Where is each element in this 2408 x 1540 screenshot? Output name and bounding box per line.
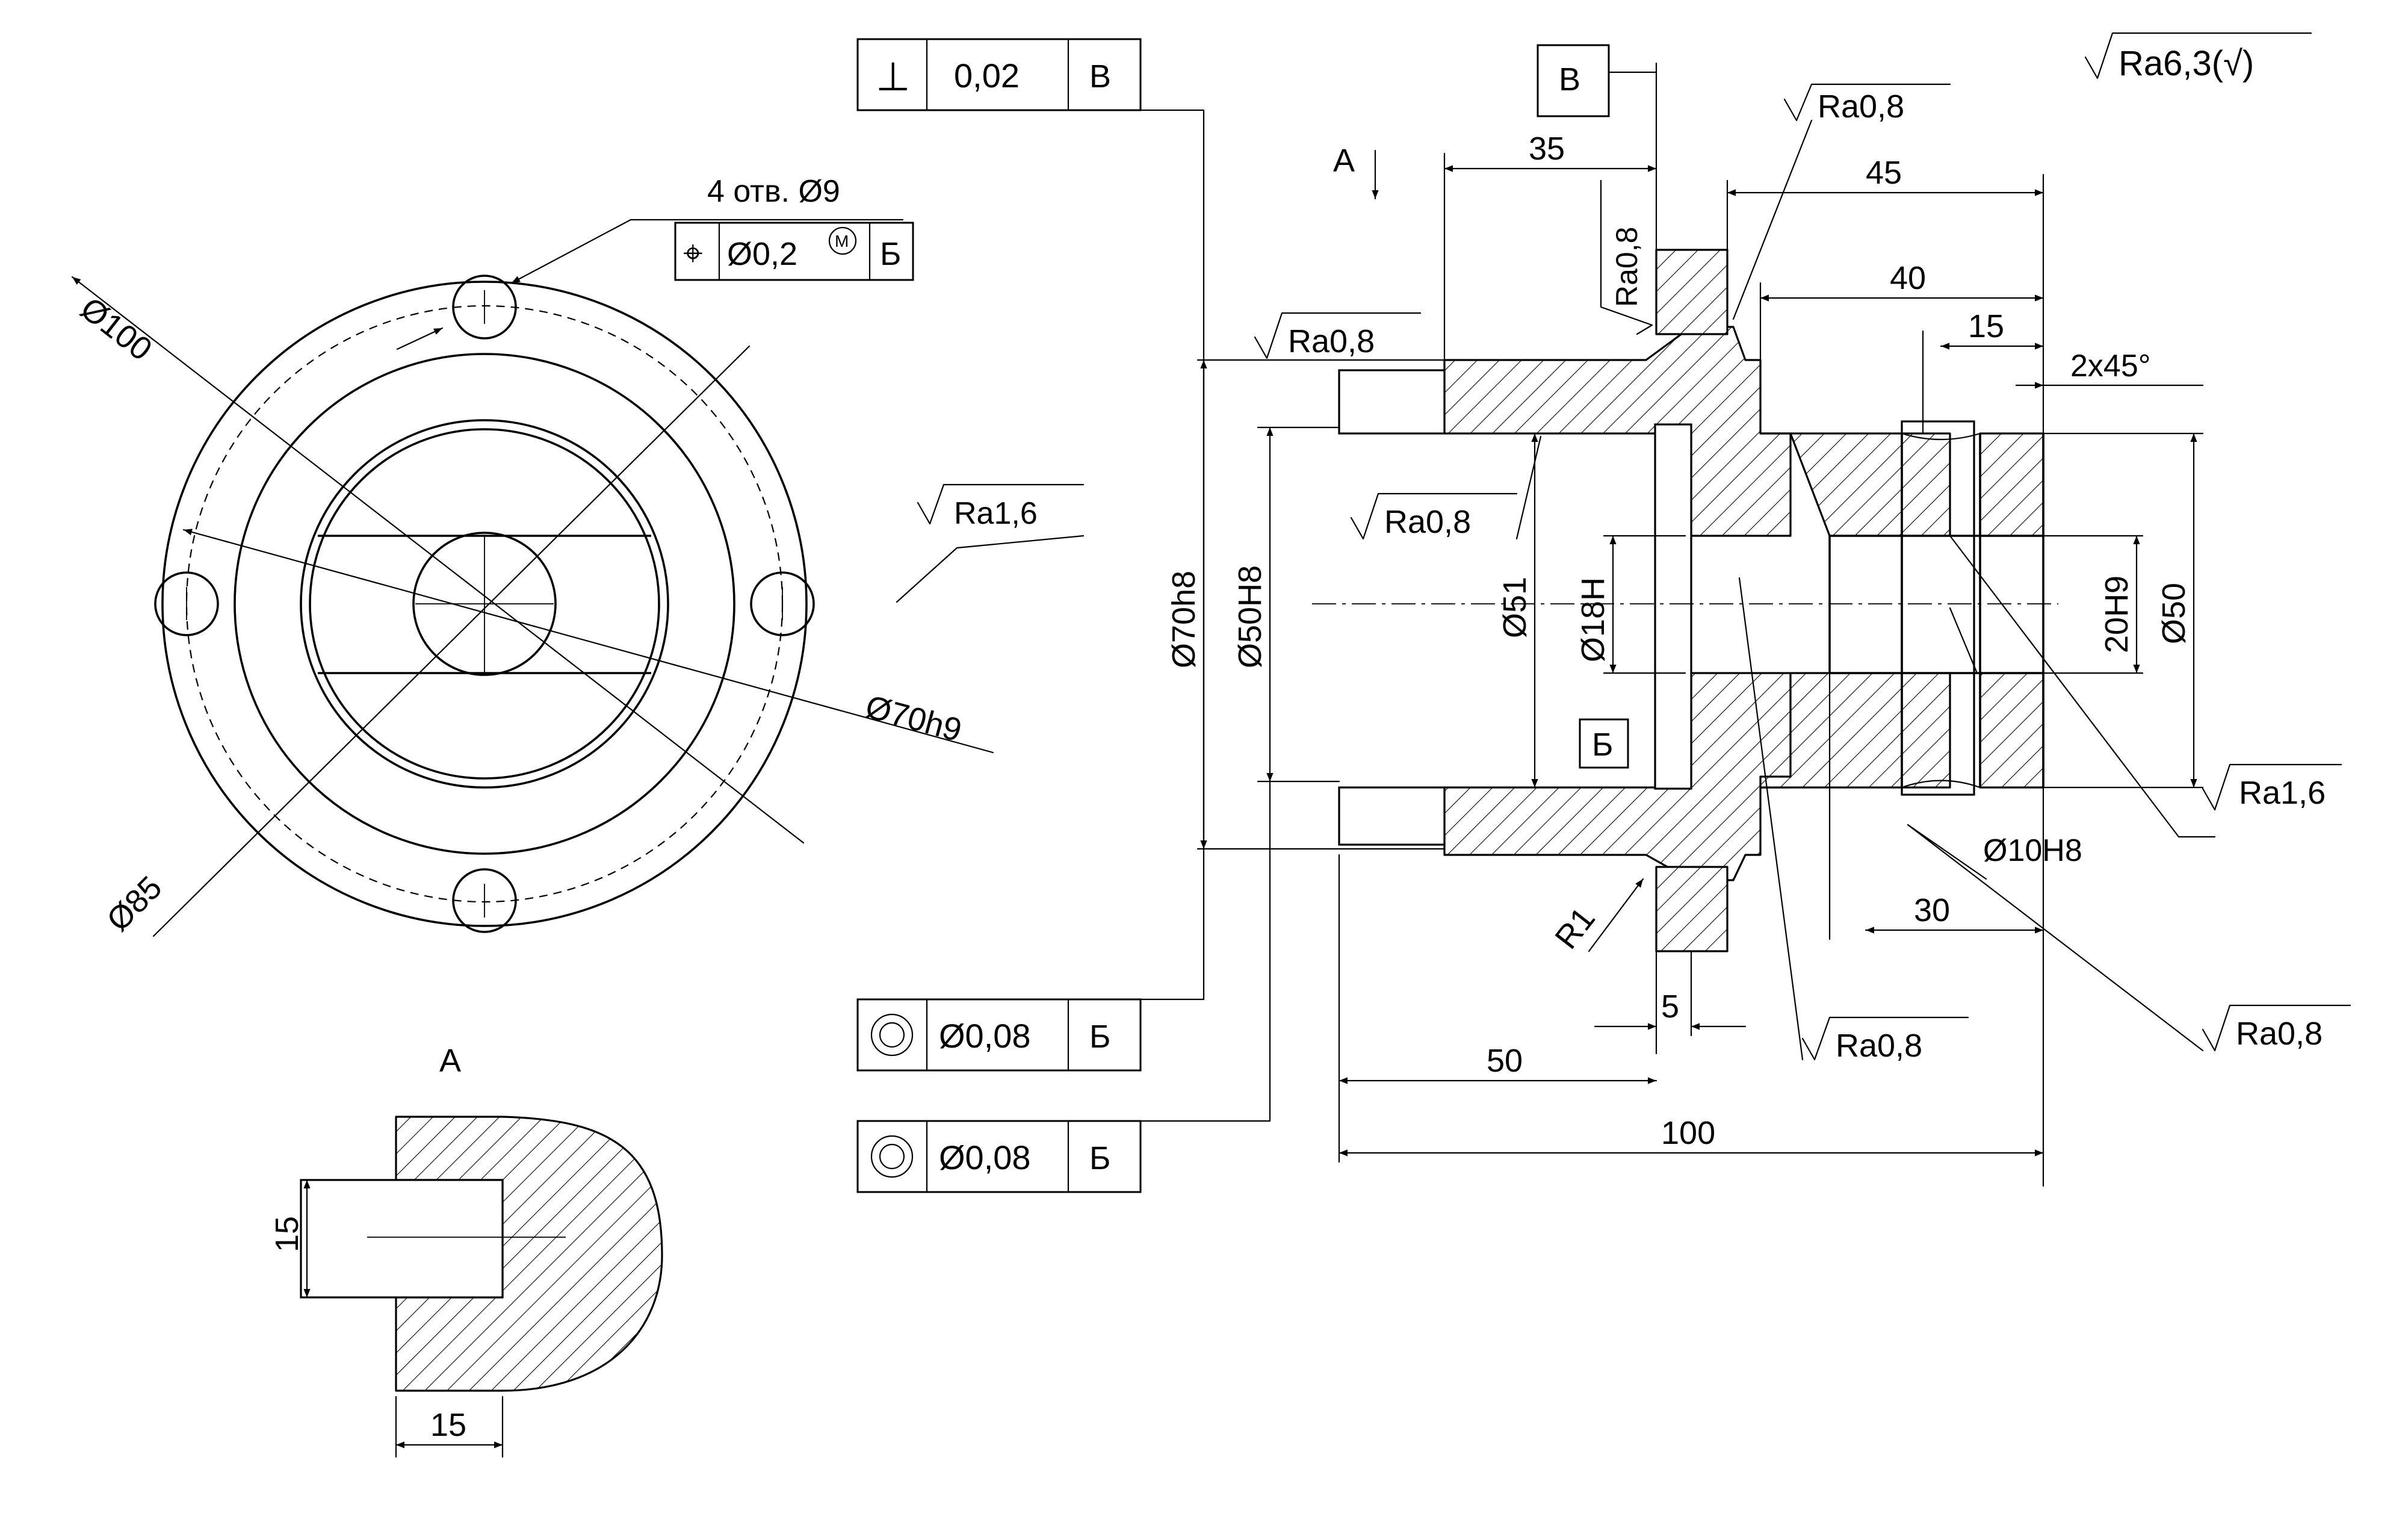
conc1-datum: Б	[1089, 1019, 1110, 1055]
dim-40: 40	[1890, 260, 1926, 296]
dim-d100: Ø100	[74, 290, 159, 368]
concentricity-frame-1: Ø0,08 Б	[856, 998, 1142, 1072]
bore-circle-inner	[309, 428, 660, 780]
dim-45: 45	[1866, 155, 1902, 191]
roughness-ra0-8-top: Ra0,8	[1732, 83, 1951, 320]
perpendicularity-frame: ⊥ 0,02 В	[856, 38, 1205, 1001]
section-end-lower	[1979, 672, 2044, 789]
svg-text:Ra0,8: Ra0,8	[1818, 88, 1904, 125]
conc2-value: Ø0,08	[939, 1138, 1031, 1176]
perp-datum: В	[1089, 58, 1111, 95]
datum-b-box	[1579, 718, 1629, 769]
svg-text:Ra1,6: Ra1,6	[2239, 775, 2326, 811]
flange-bolt-bottom	[1655, 866, 1729, 952]
position-modifier: M	[835, 232, 849, 250]
position-datum: Б	[880, 236, 901, 272]
conc1-value: Ø0,08	[939, 1017, 1031, 1055]
bolt-hole-top	[452, 275, 517, 340]
dim-20h9: 20H9	[2099, 576, 2135, 653]
datum-b-label: Б	[1592, 727, 1613, 763]
position-frame: ⌖ Ø0,2 M Б	[674, 222, 914, 281]
datum-v-box	[1537, 44, 1610, 117]
dim-d70h9: Ø70h9	[862, 689, 965, 749]
outer-bore-step-upper	[1338, 369, 1446, 435]
perp-value: 0,02	[954, 57, 1020, 95]
roughness-ra0-8-vertical: Ra0,8	[1600, 179, 1653, 335]
svg-text:Ra6,3(√): Ra6,3(√)	[2119, 44, 2254, 83]
hole-note: 4 отв. Ø9	[707, 174, 840, 209]
roughness-ra0-8-bore: Ra0,8	[1350, 435, 1542, 540]
bolt-hole-right	[750, 571, 815, 636]
section-end-upper	[1979, 432, 2044, 537]
groove	[1654, 423, 1692, 790]
view-arrow-label: А	[1333, 143, 1355, 179]
flange-outer-circle	[161, 281, 808, 927]
view-a: А 15 15	[269, 1043, 663, 1458]
outer-bore-step-lower	[1338, 786, 1446, 846]
dim-d10h8: Ø10H8	[1983, 833, 2082, 868]
view-a-label: А	[439, 1043, 461, 1079]
view-a-keyway	[300, 1179, 504, 1299]
flange-bolt-top	[1655, 249, 1729, 335]
dim-d50-right: Ø50	[2156, 583, 2192, 644]
roughness-ra0-8-left: Ra0,8	[1254, 312, 1422, 359]
bore-circle-outer	[300, 419, 669, 789]
hub-circle	[234, 353, 735, 855]
dim-100-length: 100	[1661, 1115, 1715, 1151]
section-lower-wall	[1443, 672, 1792, 881]
front-view: 4 отв. Ø9 ⌖ Ø0,2 M Б Ø100 Ø85 Ø70h9 Ra1,…	[71, 174, 1085, 939]
dim-15-vertical: 15	[269, 1216, 305, 1252]
section-upper-wall	[1443, 326, 1792, 537]
position-symbol: ⌖	[683, 234, 703, 273]
roughness-general: Ra6,3(√)	[2084, 32, 2312, 83]
datum-v-label: В	[1559, 61, 1580, 98]
bolt-hole-left	[154, 571, 219, 636]
dim-15-section: 15	[1968, 308, 2004, 344]
center-bore	[412, 532, 557, 676]
section-view: 35 45 40 15 2x45° 30 5 50 100 Ø70h8 Ø50H…	[856, 32, 2351, 1193]
view-a-profile	[395, 1116, 663, 1392]
bolt-hole-bottom	[452, 868, 517, 933]
dim-d50h8: Ø50H8	[1232, 565, 1268, 668]
roughness-ra0-8-bottom: Ra0,8	[1738, 577, 1969, 1064]
dim-30: 30	[1914, 892, 1950, 928]
dim-d85: Ø85	[100, 869, 169, 939]
svg-text:Ra0,8: Ra0,8	[1288, 323, 1375, 359]
dim-5: 5	[1661, 989, 1679, 1025]
roughness-ra1-6-front: Ra1,6	[917, 483, 1085, 531]
dim-d18h: Ø18H	[1575, 577, 1611, 662]
svg-text:Ra0,8: Ra0,8	[1384, 504, 1471, 540]
concentricity-frame-2: Ø0,08 Б	[856, 780, 1271, 1193]
roughness-ra1-6-right: Ra1,6	[1949, 535, 2342, 838]
dim-d70h8: Ø70h8	[1166, 571, 1202, 668]
conc2-datum: Б	[1089, 1140, 1110, 1176]
perp-symbol: ⊥	[876, 54, 911, 99]
svg-text:Ra0,8: Ra0,8	[1610, 227, 1644, 307]
dim-r1: R1	[1548, 901, 1602, 955]
svg-text:Ra0,8: Ra0,8	[1836, 1028, 1922, 1064]
dim-chamfer: 2x45°	[2070, 349, 2151, 383]
dim-15-horizontal: 15	[430, 1407, 466, 1443]
dim-35: 35	[1529, 131, 1565, 167]
roughness-ra0-8-far-right: Ra0,8	[1907, 824, 2351, 1052]
svg-text:Ra1,6: Ra1,6	[954, 496, 1038, 531]
dim-50-length: 50	[1487, 1043, 1523, 1079]
dim-d51: Ø51	[1497, 577, 1533, 638]
position-value: Ø0,2	[727, 236, 797, 272]
svg-text:Ra0,8: Ra0,8	[2236, 1016, 2323, 1052]
